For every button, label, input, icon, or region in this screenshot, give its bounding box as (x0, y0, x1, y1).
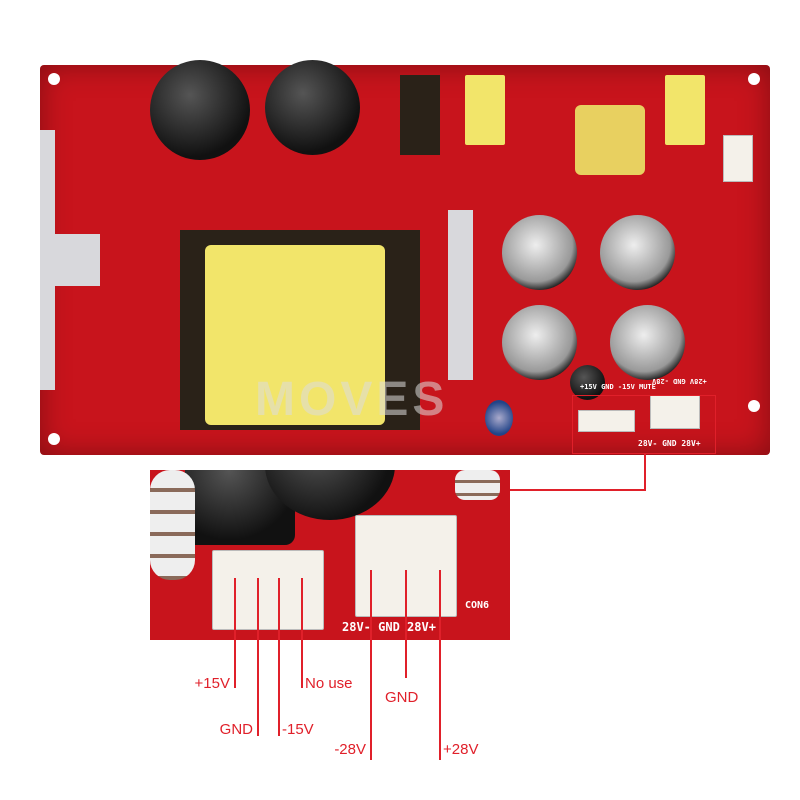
callout-line (510, 489, 646, 491)
x-capacitor (665, 75, 705, 145)
callout-box (572, 395, 716, 454)
callout-line (644, 453, 646, 490)
pin-line (405, 570, 407, 678)
capacitor (600, 215, 675, 290)
con6-label: CON6 (465, 600, 490, 611)
pin-line (278, 578, 280, 736)
silkscreen-label: +28V GND -28V (652, 377, 707, 385)
silkscreen-label: 28V- GND 28V+ (638, 439, 701, 448)
small-transformer (575, 105, 645, 175)
heatsink (40, 130, 100, 390)
pin-label-plus15v: +15V (194, 675, 230, 692)
power-connector-small (578, 410, 635, 432)
silkscreen-label: +15V GND -15V MUTE (580, 383, 656, 391)
mount-hole (748, 400, 760, 412)
capacitor (150, 60, 250, 160)
capacitor (502, 305, 577, 380)
silkscreen-label: 28V- GND 28V+ (342, 620, 436, 634)
capacitor (265, 60, 360, 155)
watermark: MOVES (255, 373, 449, 426)
pin-label-minus28v: -28V (334, 741, 366, 758)
pin-label-gnd-28v: GND (385, 689, 419, 706)
pin-label-plus28v: +28V (443, 741, 479, 758)
mount-hole (48, 73, 60, 85)
main-transformer (205, 245, 385, 425)
pin-line (257, 578, 259, 736)
capacitor (610, 305, 685, 380)
capacitor (485, 400, 513, 436)
pin-line (234, 578, 236, 688)
mount-hole (48, 433, 60, 445)
resistor (150, 470, 195, 580)
heatsink (448, 210, 473, 380)
pin-line (301, 578, 303, 688)
pin-label-minus15v: -15V (282, 721, 314, 738)
capacitor (570, 365, 605, 400)
pin-label-gnd: GND (219, 721, 253, 738)
ac-input-connector (723, 135, 753, 182)
inset-photo: 28V- GND 28V+ CON6 (150, 470, 510, 640)
pin-label-no-use: No use (305, 675, 353, 692)
capacitor (502, 215, 577, 290)
x-capacitor (465, 75, 505, 145)
inductor (400, 75, 440, 155)
pcb-photo: +15V GND -15V MUTE +28V GND -28V 28V- GN… (40, 60, 770, 455)
pin-line (370, 570, 372, 760)
resistor (455, 470, 500, 500)
pin-line (439, 570, 441, 760)
power-connector-small (212, 550, 324, 630)
mount-hole (748, 73, 760, 85)
